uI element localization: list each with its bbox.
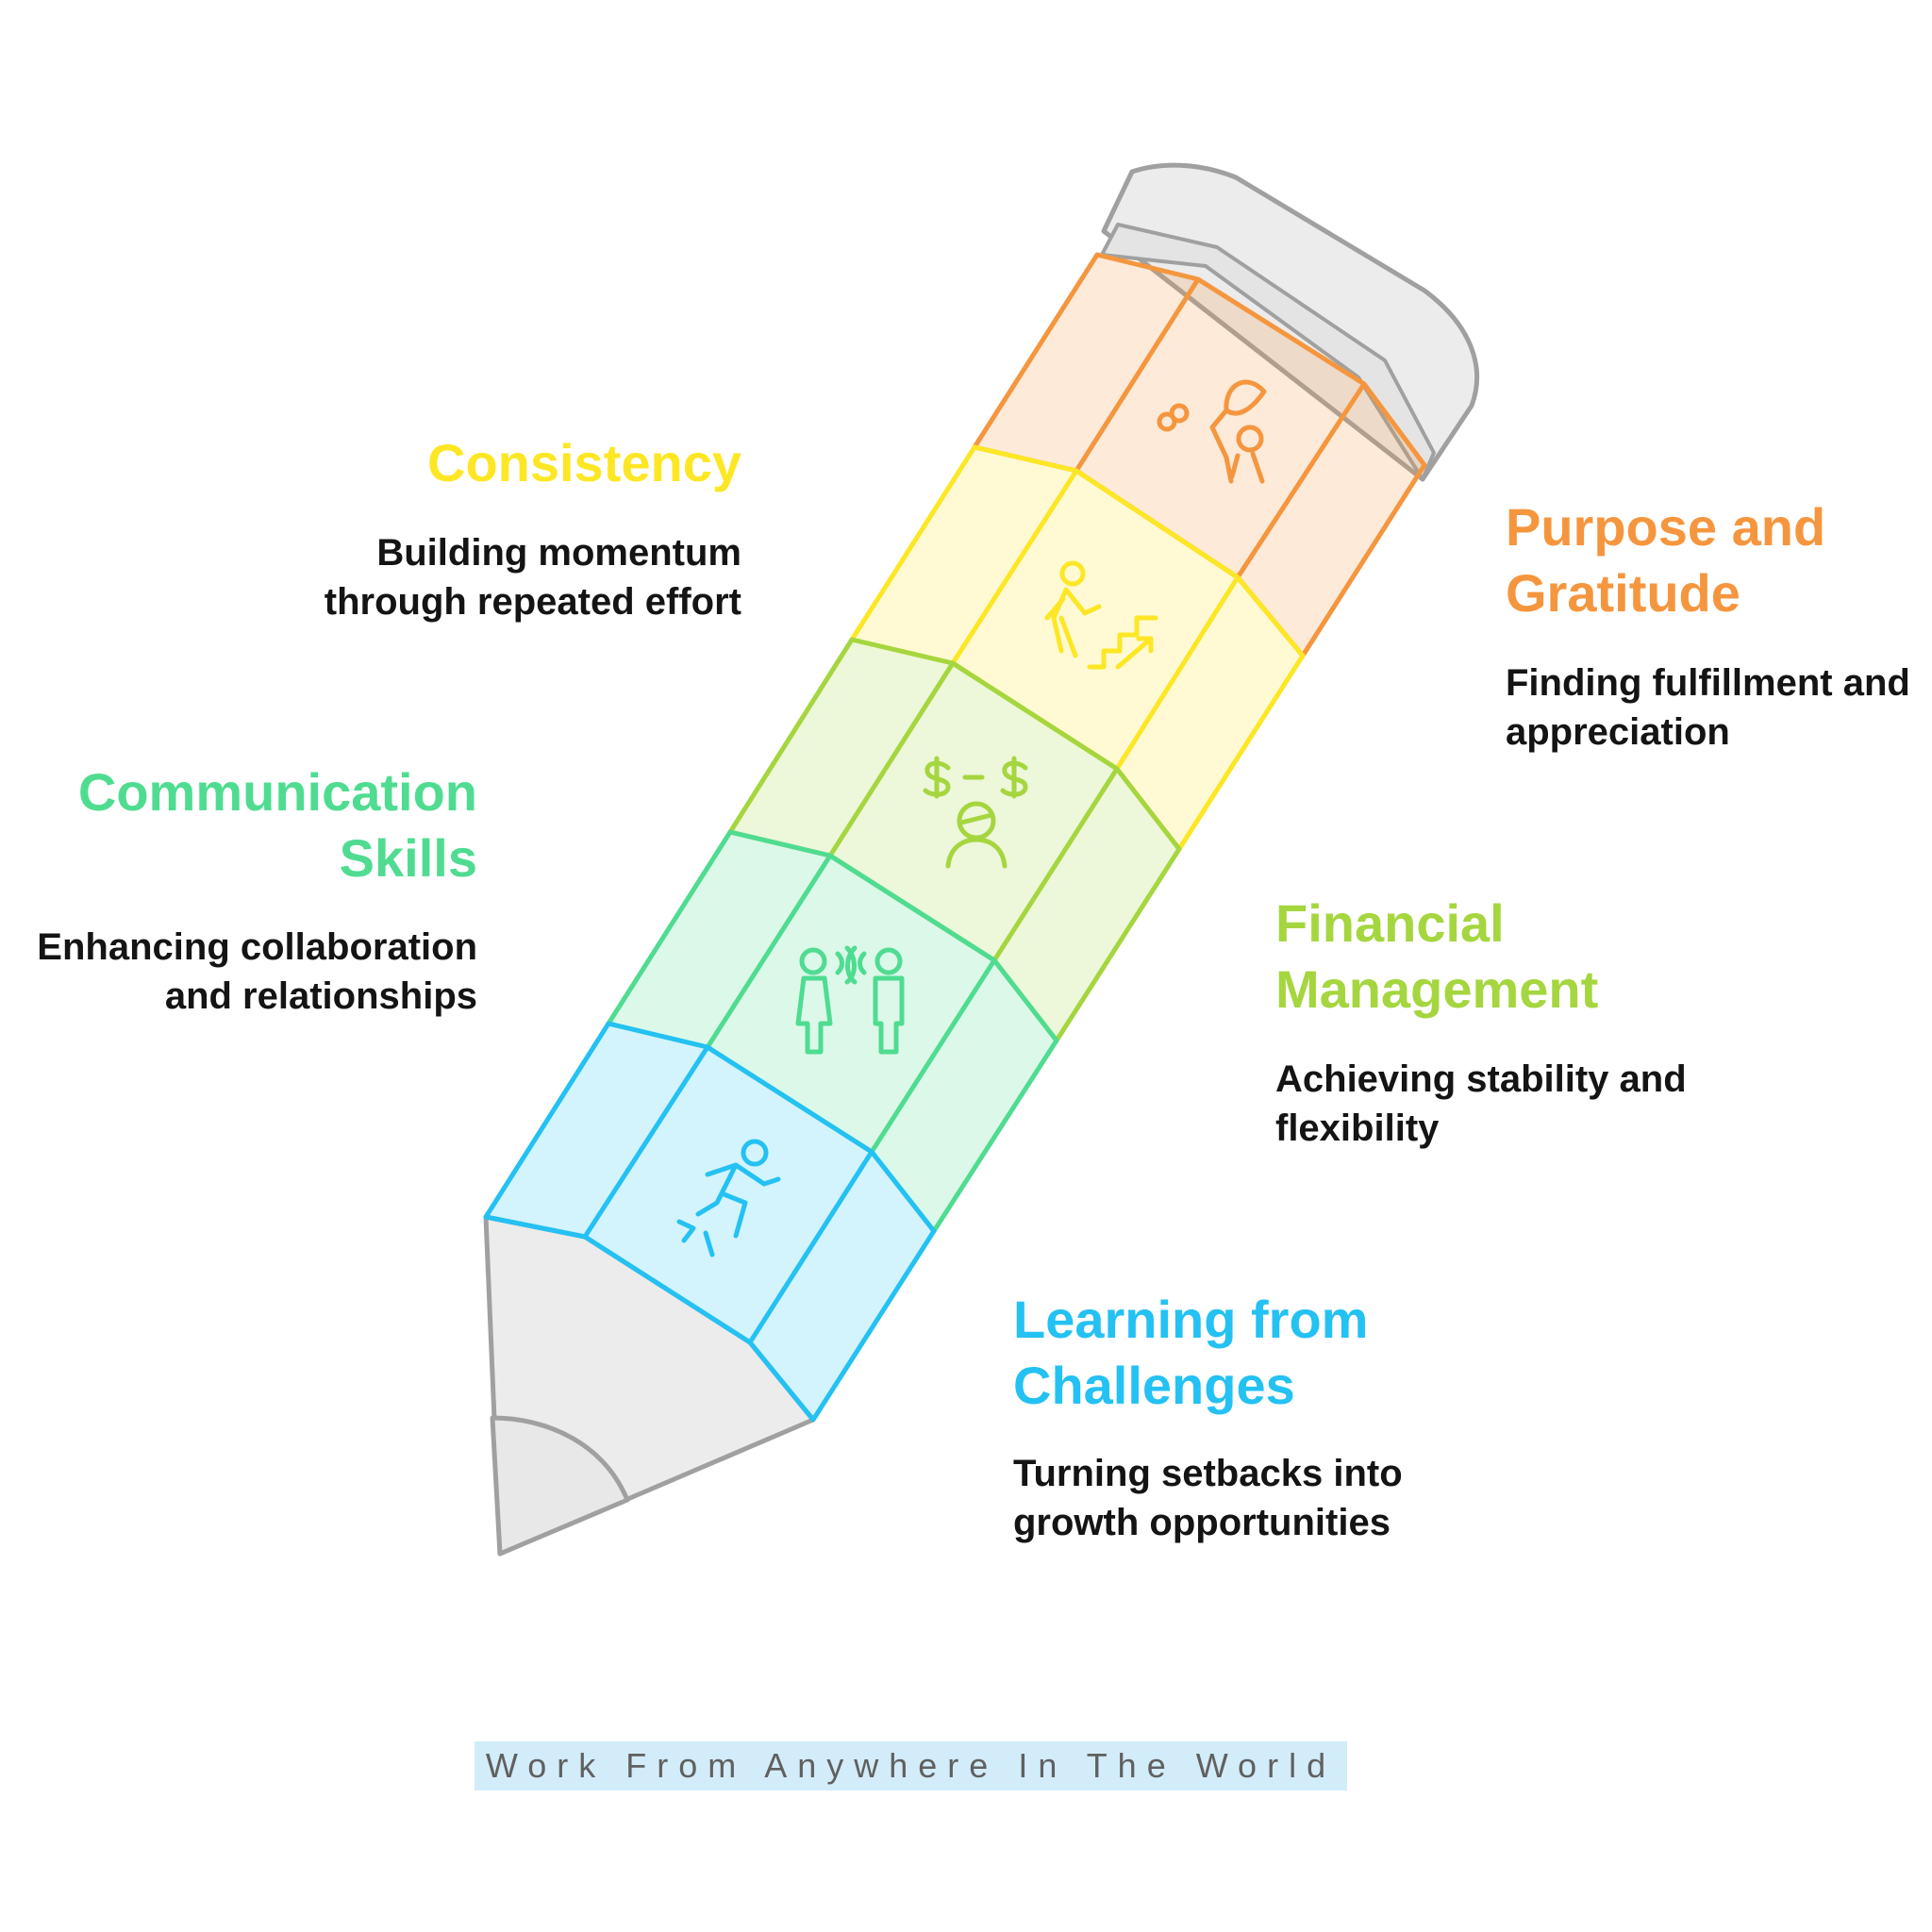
footer-banner: Work From Anywhere In The World (475, 1741, 1347, 1790)
person-falling-icon (676, 1139, 781, 1257)
climbing-stairs-icon (1044, 560, 1158, 670)
consistency-facet-line (950, 469, 1079, 665)
financial-facet-line (827, 661, 956, 858)
consistency-title: Consistency (427, 433, 741, 492)
purpose-facet-line (1074, 277, 1201, 473)
communication-title: Communication Skills (77, 762, 477, 888)
communication-facet-line (869, 958, 997, 1154)
communication-facet-line (705, 854, 833, 1049)
communication-description: Enhancing collaboration and relationship… (37, 926, 477, 1017)
learning-band (483, 1021, 937, 1423)
financial-facet-line (991, 767, 1120, 962)
purpose-description: Finding fulfillment and appreciation (1506, 662, 1910, 753)
consistency-description: Building momentum through repeated effor… (324, 532, 741, 623)
financial-title: Financial Management (1275, 893, 1599, 1019)
learning-band-fill (483, 1021, 937, 1423)
financial-description: Achieving stability and flexibility (1275, 1058, 1687, 1149)
learning-title: Learning from Challenges (1013, 1290, 1369, 1415)
purpose-title: Purpose and Gratitude (1506, 497, 1826, 623)
butterfly-net-icon (1157, 379, 1267, 484)
learning-description: Turning setbacks into growth opportuniti… (1013, 1453, 1403, 1543)
people-talking-icon (795, 945, 905, 1055)
pencil-ferrule (1100, 223, 1436, 481)
consistency-facet-line (1114, 575, 1241, 771)
learning-facet-line (747, 1150, 874, 1344)
purpose-facet-line (1235, 382, 1367, 579)
learning-facet-line (582, 1045, 710, 1239)
pencil-tip-graphite (490, 1415, 630, 1557)
person-money-icon (923, 756, 1028, 869)
